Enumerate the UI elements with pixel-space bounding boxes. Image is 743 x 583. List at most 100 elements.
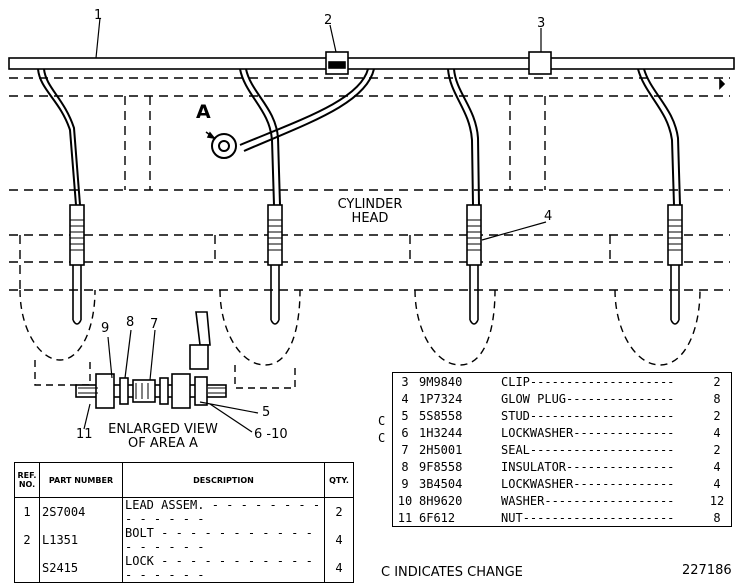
leader-dashes: - - - - - - - - - - - - - - - - - xyxy=(125,554,313,582)
table-row: 8 9F8558 INSULATOR--------------- 4 xyxy=(393,458,732,475)
cell-qty: 2 xyxy=(335,505,343,519)
cell-ref: 4 xyxy=(401,391,409,406)
header-ref: REF. NO. xyxy=(14,462,40,498)
cell-part: 1H3244 xyxy=(419,425,463,440)
callout-4: 4 xyxy=(544,209,553,224)
cell-part: 3B4504 xyxy=(419,476,463,491)
leader-dashes: -------------- xyxy=(573,476,675,491)
cell-ref: 10 xyxy=(397,493,413,508)
cell-part: S2415 xyxy=(39,554,123,583)
glow-plug-1 xyxy=(69,204,85,266)
cell-qty: 8 xyxy=(713,510,721,525)
leader-dashes: --------------- xyxy=(566,391,675,406)
cell-ref: 1 xyxy=(14,497,40,526)
desc-text: CLIP xyxy=(501,374,530,389)
cylinder-head-label: CYLINDER HEAD xyxy=(320,198,420,226)
cell-ref xyxy=(14,554,40,583)
cell-qty: 4 xyxy=(713,476,721,491)
cell-desc: INSULATOR--------------- xyxy=(499,458,703,475)
leader-dashes: --------------------- xyxy=(522,510,675,525)
cell-desc: NUT--------------------- xyxy=(499,509,703,527)
cell-part: 9F8558 xyxy=(419,459,463,474)
leader-dashes: --------------- xyxy=(566,459,675,474)
cell-desc: STUD-------------------- xyxy=(499,407,703,424)
enlarged-view-label: ENLARGED VIEW OF AREA A xyxy=(88,423,238,451)
cell-qty: 2 xyxy=(713,374,721,389)
leader-dashes: -------------------- xyxy=(529,442,675,457)
cell-part: 2S7004 xyxy=(39,497,123,526)
desc-text: NUT xyxy=(501,510,523,525)
cell-ref: 3 xyxy=(401,374,409,389)
enlarged-view-a xyxy=(75,311,227,409)
glow-plug-2 xyxy=(267,204,283,266)
leader-dashes: -------------------- xyxy=(529,408,675,423)
callout-2: 2 xyxy=(324,13,333,28)
enlarged-view-line2: OF AREA A xyxy=(128,436,198,451)
callout-6-10: 6 -10 xyxy=(254,427,288,442)
clip-3 xyxy=(528,51,552,75)
desc-text: LEAD ASSEM. xyxy=(125,498,205,512)
table-row: 11 6F612 NUT--------------------- 8 xyxy=(393,509,732,527)
cell-qty: 12 xyxy=(709,493,725,508)
table-header: REF. NO. PART NUMBER DESCRIPTION QTY. xyxy=(14,462,354,498)
cell-part: 2H5001 xyxy=(419,442,463,457)
cell-desc: GLOW PLUG--------------- xyxy=(499,390,703,407)
cell-part: 1P7324 xyxy=(419,391,463,406)
callout-3: 3 xyxy=(537,16,546,31)
cell-qty: 4 xyxy=(713,425,721,440)
header-part: PART NUMBER xyxy=(39,462,123,498)
cell-ref: 2 xyxy=(14,526,40,554)
leader-dashes: -------------------- xyxy=(529,374,675,389)
desc-text: LOCK xyxy=(125,554,154,568)
leader-dashes: -------------- xyxy=(573,425,675,440)
terminal-a xyxy=(211,133,237,159)
cylinder-head-line2: HEAD xyxy=(351,211,389,226)
callout-11: 11 xyxy=(76,427,93,442)
table-row: S2415 LOCK - - - - - - - - - - - - - - -… xyxy=(14,554,354,583)
header-qty: QTY. xyxy=(324,462,354,498)
header-desc: DESCRIPTION xyxy=(122,462,325,498)
callout-area-a: A xyxy=(196,101,211,123)
cell-part: L1351 xyxy=(39,526,123,554)
callout-5: 5 xyxy=(262,405,271,420)
cell-part: 8H9620 xyxy=(419,493,463,508)
callout-8: 8 xyxy=(126,315,135,330)
leader-dashes: - - - - - - - - - - - - - - xyxy=(125,498,321,526)
table-row: 7 2H5001 SEAL-------------------- 2 xyxy=(393,441,732,458)
cell-qty: 4 xyxy=(335,561,343,575)
cell-part: 9M9840 xyxy=(419,374,463,389)
cell-ref: 9 xyxy=(401,476,409,491)
cell-ref: 11 xyxy=(397,510,413,525)
desc-text: INSULATOR xyxy=(501,459,567,474)
leader-dashes: - - - - - - - - - - - - - - - - - xyxy=(125,526,313,554)
cell-qty: 4 xyxy=(335,533,343,547)
lead-bar xyxy=(8,57,735,70)
cell-qty: 8 xyxy=(713,391,721,406)
change-mark: C xyxy=(378,431,386,445)
cell-desc: WASHER------------------ xyxy=(499,492,703,509)
enlarged-view-line1: ENLARGED VIEW xyxy=(108,422,218,437)
cell-desc: LOCKWASHER-------------- xyxy=(499,475,703,492)
table-row: 3 9M9840 CLIP-------------------- 2 xyxy=(393,373,732,391)
desc-text: GLOW PLUG xyxy=(501,391,567,406)
callout-1: 1 xyxy=(94,8,103,23)
desc-text: STUD xyxy=(501,408,530,423)
cell-desc: LEAD ASSEM. - - - - - - - - - - - - - - xyxy=(122,497,325,526)
callout-9: 9 xyxy=(101,321,110,336)
parts-table-right: 3 9M9840 CLIP-------------------- 2 4 1P… xyxy=(392,372,732,527)
cell-desc: CLIP-------------------- xyxy=(499,373,703,391)
desc-text: LOCKWASHER xyxy=(501,476,574,491)
cell-desc: BOLT - - - - - - - - - - - - - - - - - xyxy=(122,526,325,554)
cell-qty: 2 xyxy=(713,408,721,423)
cell-qty: 4 xyxy=(713,459,721,474)
desc-text: WASHER xyxy=(501,493,545,508)
cell-ref: 8 xyxy=(401,459,409,474)
desc-text: LOCKWASHER xyxy=(501,425,574,440)
cell-ref: 7 xyxy=(401,442,409,457)
cell-ref: 6 xyxy=(401,425,409,440)
desc-text: BOLT xyxy=(125,526,154,540)
desc-text: SEAL xyxy=(501,442,530,457)
cell-ref: 5 xyxy=(401,408,409,423)
